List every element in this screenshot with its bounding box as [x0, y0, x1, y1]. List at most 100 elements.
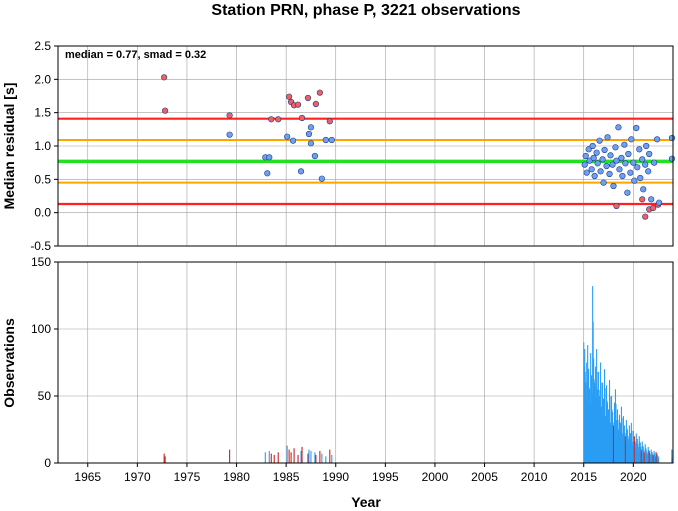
blue-observation-bar [308, 449, 310, 463]
blue-residual-point [305, 130, 313, 138]
blue-residual-point [284, 133, 291, 140]
residual-points [161, 74, 676, 220]
blue-observation-bar [264, 452, 266, 463]
blue-residual-point [642, 161, 649, 168]
red-residual-point [312, 100, 320, 108]
blue-observation-bar [268, 450, 270, 463]
red-observation-bar [297, 454, 299, 463]
red-observation-bar [229, 449, 231, 463]
blue-residual-point [624, 189, 631, 196]
blue-residual-point [599, 156, 606, 163]
x-tick-label: 2020 [620, 470, 647, 484]
red-residual-point [162, 107, 169, 114]
residual-grid [58, 45, 673, 247]
red-residual-point [316, 89, 323, 96]
blue-observation-bar [321, 453, 323, 463]
blue-residual-point [634, 164, 641, 171]
red-residual-point [650, 204, 657, 212]
red-observation-bar [273, 454, 275, 463]
red-residual-point [268, 116, 275, 123]
blue-observation-bar [671, 449, 673, 463]
blue-residual-point [645, 168, 652, 175]
blue-residual-point [600, 179, 607, 186]
red-observation-bar [288, 449, 290, 463]
blue-residual-point [588, 166, 595, 173]
x-tick-label: 1965 [74, 470, 101, 484]
red-observation-bar [301, 446, 303, 463]
red-observation-bar [277, 452, 279, 463]
red-residual-point [298, 114, 306, 122]
blue-residual-point [593, 149, 600, 156]
observations-frame [57, 261, 674, 464]
x-tick-label: 1985 [273, 470, 300, 484]
y-tick-label: 0.0 [34, 206, 51, 220]
blue-residual-point [633, 124, 640, 132]
blue-residual-point [610, 182, 617, 190]
blue-residual-point [583, 169, 590, 176]
blue-residual-point [628, 136, 635, 143]
blue-residual-point [656, 199, 663, 206]
blue-residual-point [631, 177, 638, 184]
blue-observation-bar [671, 457, 673, 463]
chart-title: Station PRN, phase P, 3221 observations [211, 2, 520, 19]
blue-observation-bar [310, 450, 312, 463]
y-tick-label: -0.5 [30, 239, 51, 253]
blue-residual-point [668, 155, 676, 162]
blue-residual-point [615, 124, 622, 131]
blue-residual-point [594, 160, 601, 167]
y-tick-label: 2.5 [34, 39, 51, 53]
red-observation-bar [315, 454, 317, 463]
observation-bars [163, 286, 673, 463]
blue-residual-point [636, 146, 643, 153]
blue-residual-point [266, 154, 273, 161]
red-residual-point [304, 94, 312, 102]
blue-observation-bar [658, 457, 660, 463]
red-observation-bar [307, 453, 309, 463]
blue-residual-point [297, 168, 305, 175]
blue-residual-point [607, 152, 614, 159]
y-tick-label: 1.5 [34, 106, 51, 120]
blue-residual-point [618, 154, 625, 162]
observations-y-label: Observations [1, 318, 17, 408]
blue-residual-point [651, 159, 658, 166]
blue-residual-point [582, 152, 589, 160]
threshold-lines [58, 117, 673, 206]
blue-residual-point [318, 175, 325, 182]
blue-residual-point [630, 159, 637, 166]
y-tick-label: 2.0 [34, 72, 51, 86]
blue-residual-point [616, 166, 623, 173]
x-tick-label: 2010 [521, 470, 548, 484]
blue-residual-point [601, 146, 608, 154]
red-residual-point [275, 116, 282, 123]
x-tick-label: 1980 [223, 470, 250, 484]
blue-residual-point [597, 168, 604, 175]
blue-residual-point [646, 150, 653, 158]
x-tick-label: 1995 [372, 470, 399, 484]
x-tick-label: 1970 [124, 470, 151, 484]
x-tick-label: 2015 [570, 470, 597, 484]
blue-residual-point [585, 146, 592, 153]
blue-residual-point [322, 136, 329, 144]
blue-residual-point [622, 160, 629, 167]
median-annotation: median = 0.77, smad = 0.32 [65, 49, 206, 61]
x-tick-label: 2005 [471, 470, 498, 484]
x-tick-label: 1990 [322, 470, 349, 484]
red-observation-bar [293, 448, 295, 463]
blue-residual-point [581, 161, 588, 168]
red-observation-bar [329, 449, 331, 463]
y-tick-label: 0 [44, 456, 51, 470]
x-tick-label: 2000 [422, 470, 449, 484]
blue-residual-point [590, 154, 597, 162]
blue-residual-point [606, 170, 613, 178]
blue-observation-bar [286, 445, 288, 463]
blue-residual-point [589, 142, 596, 150]
blue-residual-point [648, 196, 655, 203]
blue-residual-point [625, 150, 632, 158]
y-tick-label: 100 [31, 322, 51, 336]
blue-residual-point [627, 169, 634, 176]
blue-residual-point [604, 134, 611, 141]
blue-residual-point [226, 131, 233, 138]
blue-residual-point [609, 161, 616, 168]
